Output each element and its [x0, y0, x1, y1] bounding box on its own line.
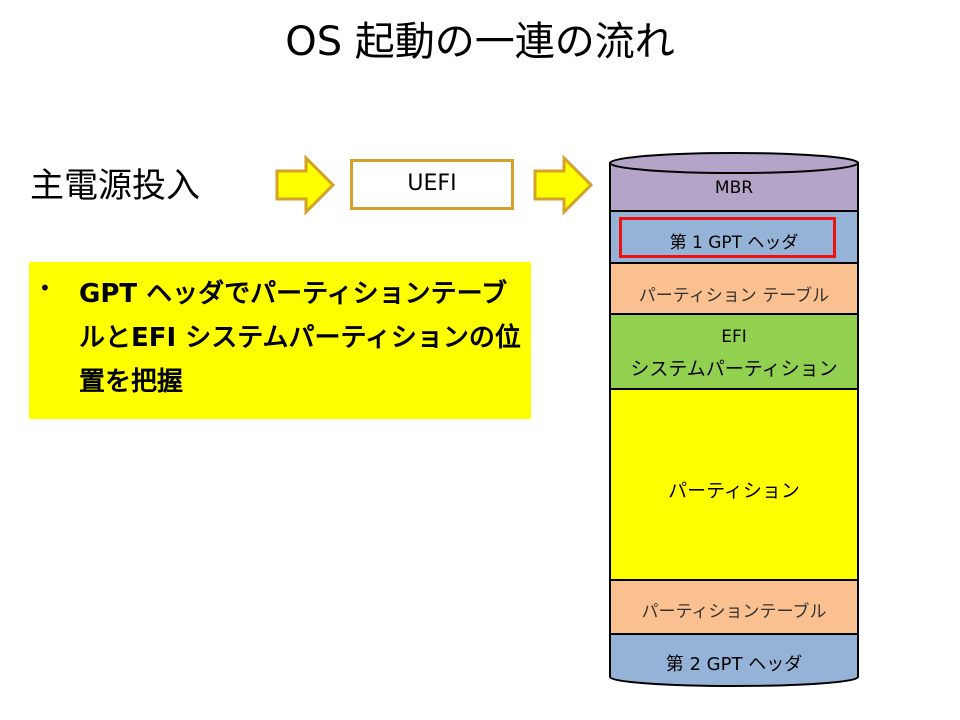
segment-partition-table-1	[609, 262, 859, 315]
segment-label-partition: パーティション	[668, 480, 800, 502]
segment-label-esp: システムパーティション	[630, 358, 838, 380]
explanation-note: • GPT ヘッダでパーティションテーブルとEFI システムパーティションの位置…	[29, 262, 531, 419]
segment-gpt2	[609, 633, 859, 687]
segment-label-partition-table-1: パーティション テーブル	[638, 286, 830, 306]
segment-label-partition-table-2: パーティションテーブル	[641, 602, 827, 622]
segment-partition	[609, 388, 859, 581]
segment-efi-system-partition	[609, 313, 859, 390]
note-text: GPT ヘッダでパーティションテーブルとEFI システムパーティションの位置を把…	[79, 279, 521, 397]
cylinder-top	[609, 152, 859, 174]
gpt-header-highlight	[619, 217, 836, 258]
segment-label-gpt1: 第 1 GPT ヘッダ	[669, 233, 799, 253]
segment-label-efi: EFI	[721, 327, 747, 347]
flow-arrow-icon	[533, 154, 594, 216]
bullet: •	[39, 276, 51, 300]
uefi-box: UEFI	[350, 159, 514, 210]
flow-arrow-icon	[275, 154, 336, 216]
segment-partition-table-2	[609, 579, 859, 635]
page-title: OS 起動の一連の流れ	[285, 19, 675, 65]
segment-label-gpt2: 第 2 GPT ヘッダ	[665, 654, 803, 675]
segment-label-mbr: MBR	[714, 178, 754, 198]
power-on-label: 主電源投入	[30, 166, 200, 206]
